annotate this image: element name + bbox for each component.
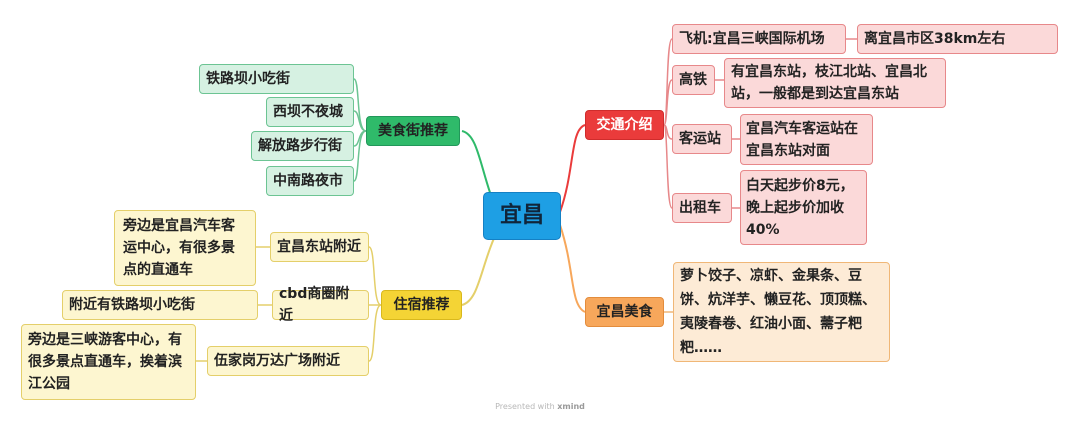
watermark-brand: xmind — [557, 402, 585, 411]
transport-item-label: 飞机:宜昌三峡国际机场 — [679, 31, 825, 47]
lodging-item[interactable]: 伍家岗万达广场附近 — [207, 346, 369, 376]
food-street-item-label: 中南路夜市 — [273, 173, 343, 189]
food-street-item[interactable]: 西坝不夜城 — [266, 97, 354, 127]
lodging-note[interactable]: 附近有铁路坝小吃街 — [62, 290, 258, 320]
branch-transport-label: 交通介绍 — [596, 117, 653, 133]
transport-note-text: 离宜昌市区38km左右 — [864, 31, 1006, 47]
lodging-item[interactable]: 宜昌东站附近 — [270, 232, 369, 262]
transport-item-label: 客运站 — [679, 131, 721, 147]
branch-lodging[interactable]: 住宿推荐 — [381, 290, 462, 320]
lodging-item-label: 宜昌东站附近 — [277, 239, 361, 255]
branch-food-street[interactable]: 美食街推荐 — [366, 116, 460, 146]
center-topic[interactable]: 宜昌 — [483, 192, 561, 240]
food-street-item-label: 西坝不夜城 — [273, 104, 343, 120]
transport-note[interactable]: 白天起步价8元，晚上起步价加收40% — [740, 170, 867, 245]
watermark: Presented with xmind — [0, 402, 1080, 411]
lodging-item-label: cbd商圈附近 — [279, 286, 350, 324]
transport-item-label: 高铁 — [679, 72, 707, 88]
branch-lodging-label: 住宿推荐 — [393, 297, 450, 313]
transport-item[interactable]: 客运站 — [672, 124, 732, 154]
transport-item-label: 出租车 — [679, 200, 721, 216]
transport-note[interactable]: 离宜昌市区38km左右 — [857, 24, 1058, 54]
transport-item[interactable]: 高铁 — [672, 65, 715, 95]
local-food-note-text: 萝卜饺子、凉虾、金果条、豆饼、炕洋芋、懒豆花、顶顶糕、夷陵春卷、红油小面、薷子粑… — [680, 268, 876, 356]
transport-note[interactable]: 有宜昌东站，枝江北站、宜昌北站，一般都是到达宜昌东站 — [724, 58, 946, 108]
branch-transport[interactable]: 交通介绍 — [585, 110, 664, 140]
branch-local-food[interactable]: 宜昌美食 — [585, 297, 664, 327]
lodging-note[interactable]: 旁边是三峡游客中心，有很多景点直通车，挨着滨江公园 — [21, 324, 196, 400]
transport-item[interactable]: 出租车 — [672, 193, 732, 223]
lodging-item-label: 伍家岗万达广场附近 — [214, 353, 340, 369]
food-street-item[interactable]: 铁路坝小吃街 — [199, 64, 354, 94]
lodging-note-text: 附近有铁路坝小吃街 — [69, 297, 195, 313]
branch-local-food-label: 宜昌美食 — [596, 304, 653, 320]
local-food-note[interactable]: 萝卜饺子、凉虾、金果条、豆饼、炕洋芋、懒豆花、顶顶糕、夷陵春卷、红油小面、薷子粑… — [673, 262, 890, 362]
transport-note[interactable]: 宜昌汽车客运站在宜昌东站对面 — [740, 114, 873, 165]
food-street-item-label: 解放路步行街 — [258, 138, 342, 154]
watermark-prefix: Presented with — [495, 402, 555, 411]
branch-food-street-label: 美食街推荐 — [378, 123, 448, 139]
transport-note-text: 宜昌汽车客运站在宜昌东站对面 — [746, 120, 858, 159]
lodging-note[interactable]: 旁边是宜昌汽车客运中心，有很多景点的直通车 — [114, 210, 256, 286]
center-topic-label: 宜昌 — [499, 203, 544, 228]
transport-item[interactable]: 飞机:宜昌三峡国际机场 — [672, 24, 846, 54]
lodging-item[interactable]: cbd商圈附近 — [272, 286, 369, 324]
transport-note-text: 有宜昌东站，枝江北站、宜昌北站，一般都是到达宜昌东站 — [731, 64, 927, 102]
lodging-note-text: 旁边是三峡游客中心，有很多景点直通车，挨着滨江公园 — [28, 332, 182, 392]
food-street-item[interactable]: 解放路步行街 — [251, 131, 354, 161]
food-street-item-label: 铁路坝小吃街 — [206, 71, 290, 87]
food-street-item[interactable]: 中南路夜市 — [266, 166, 354, 196]
lodging-note-text: 旁边是宜昌汽车客运中心，有很多景点的直通车 — [123, 218, 235, 278]
transport-note-text: 白天起步价8元，晚上起步价加收40% — [746, 177, 854, 238]
